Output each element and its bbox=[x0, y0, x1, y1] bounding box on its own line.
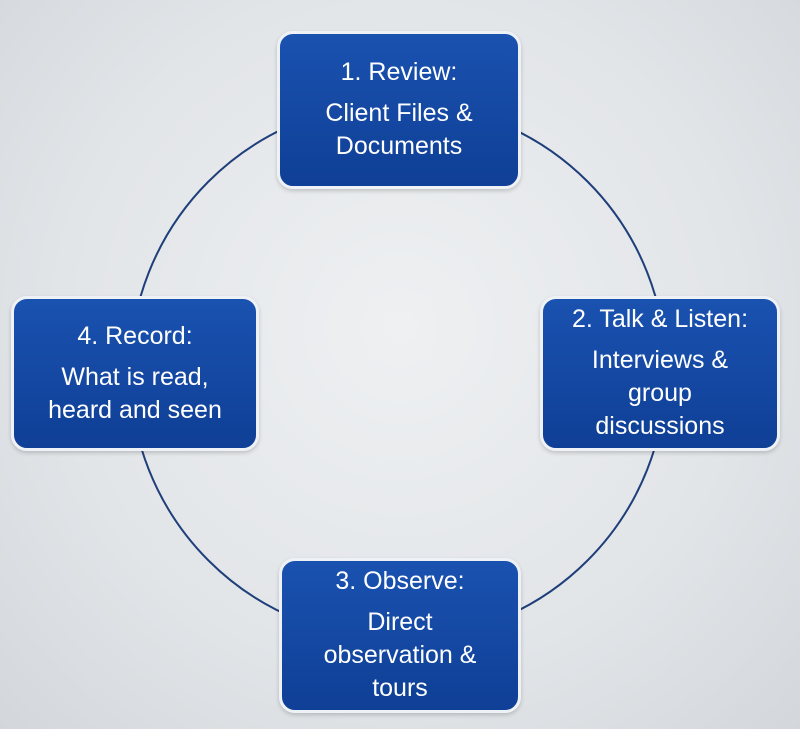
step-observe-line: tours bbox=[372, 674, 428, 702]
step-talk-listen-box: 2. Talk & Listen: Interviews & group dis… bbox=[540, 296, 780, 451]
step-talk-listen-line: Interviews & bbox=[591, 346, 729, 374]
step-talk-listen-title: 2. Talk & Listen: bbox=[571, 305, 749, 333]
step-review-line: Client Files & bbox=[325, 99, 473, 127]
step-observe-box: 3. Observe: Direct observation & tours bbox=[279, 558, 521, 713]
step-record-box: 4. Record: What is read, heard and seen bbox=[11, 296, 259, 451]
step-observe-line: Direct bbox=[367, 608, 433, 636]
step-record-line: What is read, bbox=[61, 362, 209, 391]
step-record-description: What is read, heard and seen bbox=[48, 361, 222, 427]
step-talk-listen-line: group bbox=[628, 379, 692, 407]
step-review-description: Client Files & Documents bbox=[325, 97, 472, 163]
step-observe-line: observation & bbox=[323, 641, 477, 669]
step-record-title: 4. Record: bbox=[77, 321, 193, 350]
step-observe-description: Direct observation & tours bbox=[324, 606, 477, 705]
step-record-line: heard and seen bbox=[48, 395, 222, 424]
step-review-line: Documents bbox=[335, 132, 463, 160]
step-review-box: 1. Review: Client Files & Documents bbox=[277, 31, 521, 189]
step-review-title: 1. Review: bbox=[340, 58, 458, 86]
step-observe-title: 3. Observe: bbox=[335, 567, 465, 595]
step-talk-listen-line: discussions bbox=[595, 412, 725, 440]
step-talk-listen-description: Interviews & group discussions bbox=[592, 344, 728, 443]
